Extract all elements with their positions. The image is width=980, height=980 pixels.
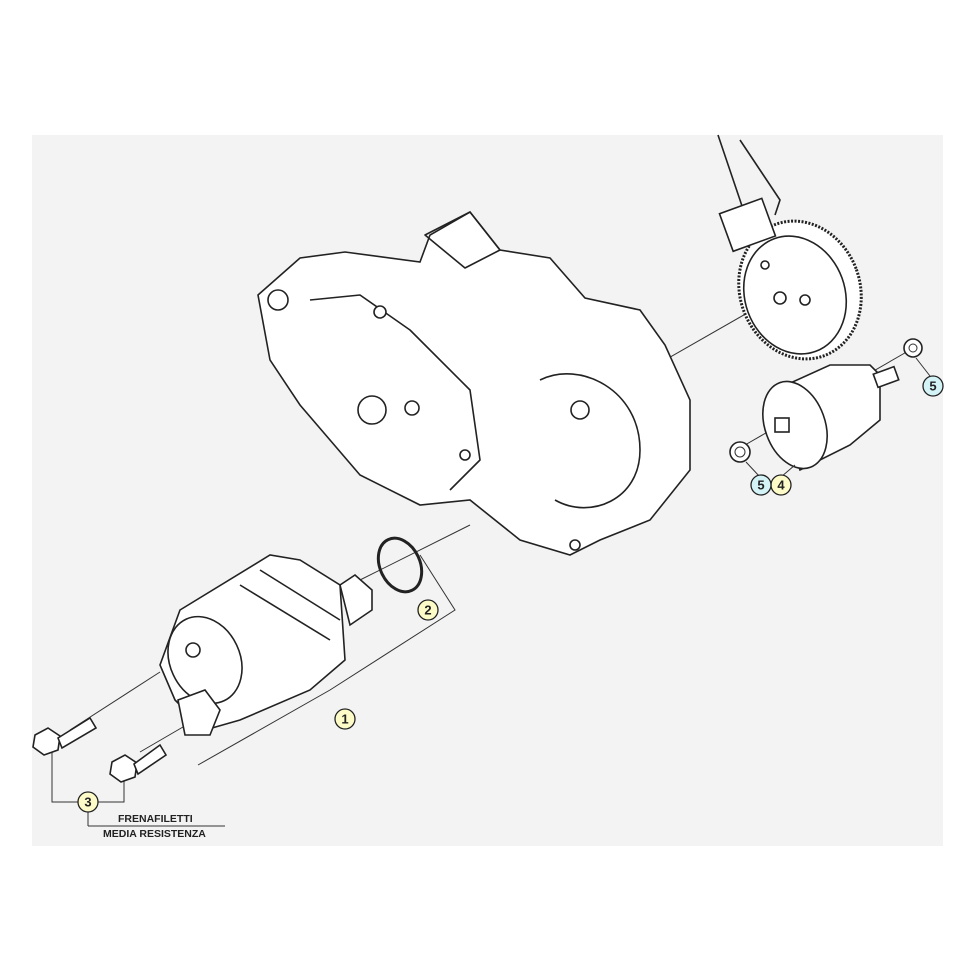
starter-motor bbox=[159, 554, 373, 736]
callout-label: 5 bbox=[929, 379, 936, 394]
callout-label: 1 bbox=[341, 712, 348, 727]
callout-circle bbox=[922, 375, 944, 397]
callout-circle bbox=[750, 474, 772, 496]
callout-4[interactable]: 4 bbox=[770, 474, 792, 496]
callout-1[interactable]: 1 bbox=[334, 708, 356, 730]
callout-2[interactable]: 2 bbox=[417, 599, 439, 621]
nut-5-left bbox=[729, 441, 751, 463]
bolt-3-lower bbox=[109, 743, 168, 783]
starter-clutch bbox=[762, 364, 900, 472]
o-ring bbox=[376, 536, 424, 594]
callout-circle bbox=[417, 599, 439, 621]
nut-5-right bbox=[903, 338, 923, 358]
callout-label: 4 bbox=[777, 478, 785, 493]
flywheel-gear bbox=[717, 134, 863, 361]
callout-3[interactable]: 3 bbox=[77, 791, 99, 813]
callout-circle bbox=[334, 708, 356, 730]
callout-5-right[interactable]: 5 bbox=[922, 375, 944, 397]
callout-5-left[interactable]: 5 bbox=[750, 474, 772, 496]
threadlocker-note-line2: MEDIA RESISTENZA bbox=[103, 828, 206, 840]
callout-label: 5 bbox=[757, 478, 764, 493]
callout-circle bbox=[77, 791, 99, 813]
crankcase bbox=[257, 210, 691, 556]
callout-label: 3 bbox=[84, 795, 91, 810]
threadlocker-note-line1: FRENAFILETTI bbox=[118, 813, 193, 825]
callout-label: 2 bbox=[424, 603, 431, 618]
bolt-3-upper bbox=[32, 716, 98, 756]
